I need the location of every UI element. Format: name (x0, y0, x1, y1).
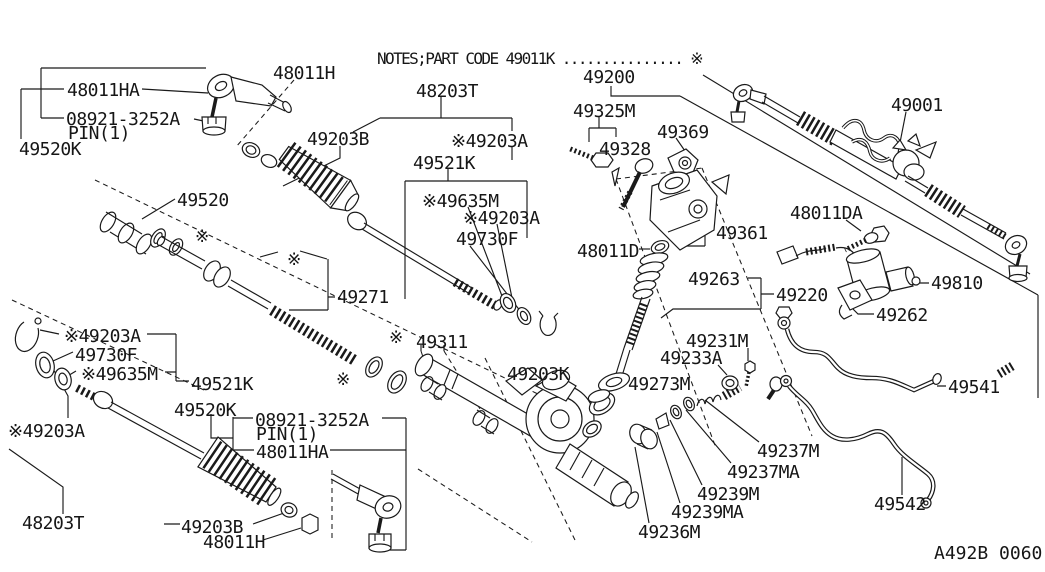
part-label-ref-49203a-36: ※49203A (8, 421, 85, 442)
part-label-49328-15: 49328 (599, 139, 651, 160)
rack-guide-parts-drawing (627, 361, 782, 451)
part-label-49810-22: 49810 (931, 273, 983, 294)
part-label-48203t-6: 48203T (416, 81, 479, 102)
gear-housing-drawing (412, 351, 641, 510)
notes-line: NOTES;PART CODE 49011K ............... ※ (377, 49, 704, 68)
part-label-49203b-5: 49203B (307, 129, 370, 150)
lower-tie-rod-chain-drawing (15, 318, 404, 552)
reference-mark-1: ※ (287, 250, 302, 270)
reference-mark-0: ※ (195, 227, 210, 247)
solenoid-and-harness-drawing (777, 226, 920, 319)
part-label-49730f-29: 49730F (75, 345, 138, 366)
part-label-48011h-39: 48011H (203, 532, 266, 553)
part-label-49237m-47: 49237M (757, 441, 820, 462)
tie-rod-end-upper-drawing (202, 70, 293, 170)
hydraulic-pipes-drawing (776, 307, 943, 508)
part-label-49262-23: 49262 (876, 305, 928, 326)
part-label-49273m-42: 49273M (628, 374, 691, 395)
part-label-49542-49: 49542 (874, 494, 926, 515)
part-label-49520k-3: 49520K (19, 139, 82, 160)
part-label-49311-40: 49311 (416, 332, 468, 353)
part-label-48011ha-0: 48011HA (67, 80, 140, 101)
part-label-49520-26: 49520 (177, 190, 229, 211)
pinion-valve-drawing (568, 148, 729, 405)
part-label-49521k-8: 49521K (413, 153, 476, 174)
part-label-49730f-11: 49730F (456, 229, 519, 250)
reference-mark-2: ※ (389, 328, 404, 348)
part-label-ref-49635m-9: ※49635M (422, 191, 499, 212)
construction-lines (12, 80, 812, 542)
part-label-49271-27: 49271 (337, 287, 389, 308)
part-label-49239m-45: 49239M (697, 484, 760, 505)
part-label-49237ma-46: 49237MA (727, 462, 800, 483)
part-label-49203b-38: 49203B (181, 517, 244, 538)
part-label-49236m-43: 49236M (638, 522, 701, 543)
part-label-49369-14: 49369 (657, 122, 709, 143)
part-label-49325m-13: 49325M (573, 101, 636, 122)
part-label-49541-48: 49541 (948, 377, 1000, 398)
rack-shaft-drawing (156, 235, 410, 396)
steering-gear-assembly-drawing (730, 81, 1030, 374)
drawing-number: A492B 0060 (934, 543, 1043, 564)
part-label-ref-49203a-7: ※49203A (451, 131, 528, 152)
part-label-48203t-37: 48203T (22, 513, 85, 534)
part-label-pin-1-34: PIN(1) (256, 424, 319, 445)
part-label-49001-16: 49001 (891, 95, 943, 116)
part-label-48011h-4: 48011H (273, 63, 336, 84)
part-label-49521k-31: 49521K (191, 374, 254, 395)
part-label-08921-3252a-1: 08921-3252A (66, 109, 180, 130)
part-label-49520k-32: 49520K (174, 400, 237, 421)
rack-bushings-drawing (97, 209, 185, 257)
part-label-pin-1-2: PIN(1) (68, 123, 131, 144)
part-label-48011d-19: 48011D (577, 241, 640, 262)
part-label-49231m-24: 49231M (686, 331, 749, 352)
inner-socket-upper-drawing (344, 209, 558, 336)
part-label-ref-49203a-28: ※49203A (64, 326, 141, 347)
part-label-49203k-41: 49203K (507, 364, 570, 385)
part-label-ref-49635m-30: ※49635M (81, 364, 158, 385)
part-label-49263-20: 49263 (688, 269, 740, 290)
part-label-48011ha-35: 48011HA (256, 442, 329, 463)
part-label-49200-12: 49200 (583, 67, 635, 88)
part-label-49220-21: 49220 (776, 285, 828, 306)
part-label-48011da-17: 48011DA (790, 203, 863, 224)
part-label-49233a-25: 49233A (660, 348, 723, 369)
part-label-49239ma-44: 49239MA (671, 502, 744, 523)
part-label-ref-49203a-10: ※49203A (463, 208, 540, 229)
reference-mark-3: ※ (336, 370, 351, 390)
steering-boot-upper-drawing (274, 139, 365, 218)
part-label-08921-3252a-33: 08921-3252A (255, 410, 369, 431)
part-label-49361-18: 49361 (716, 223, 768, 244)
